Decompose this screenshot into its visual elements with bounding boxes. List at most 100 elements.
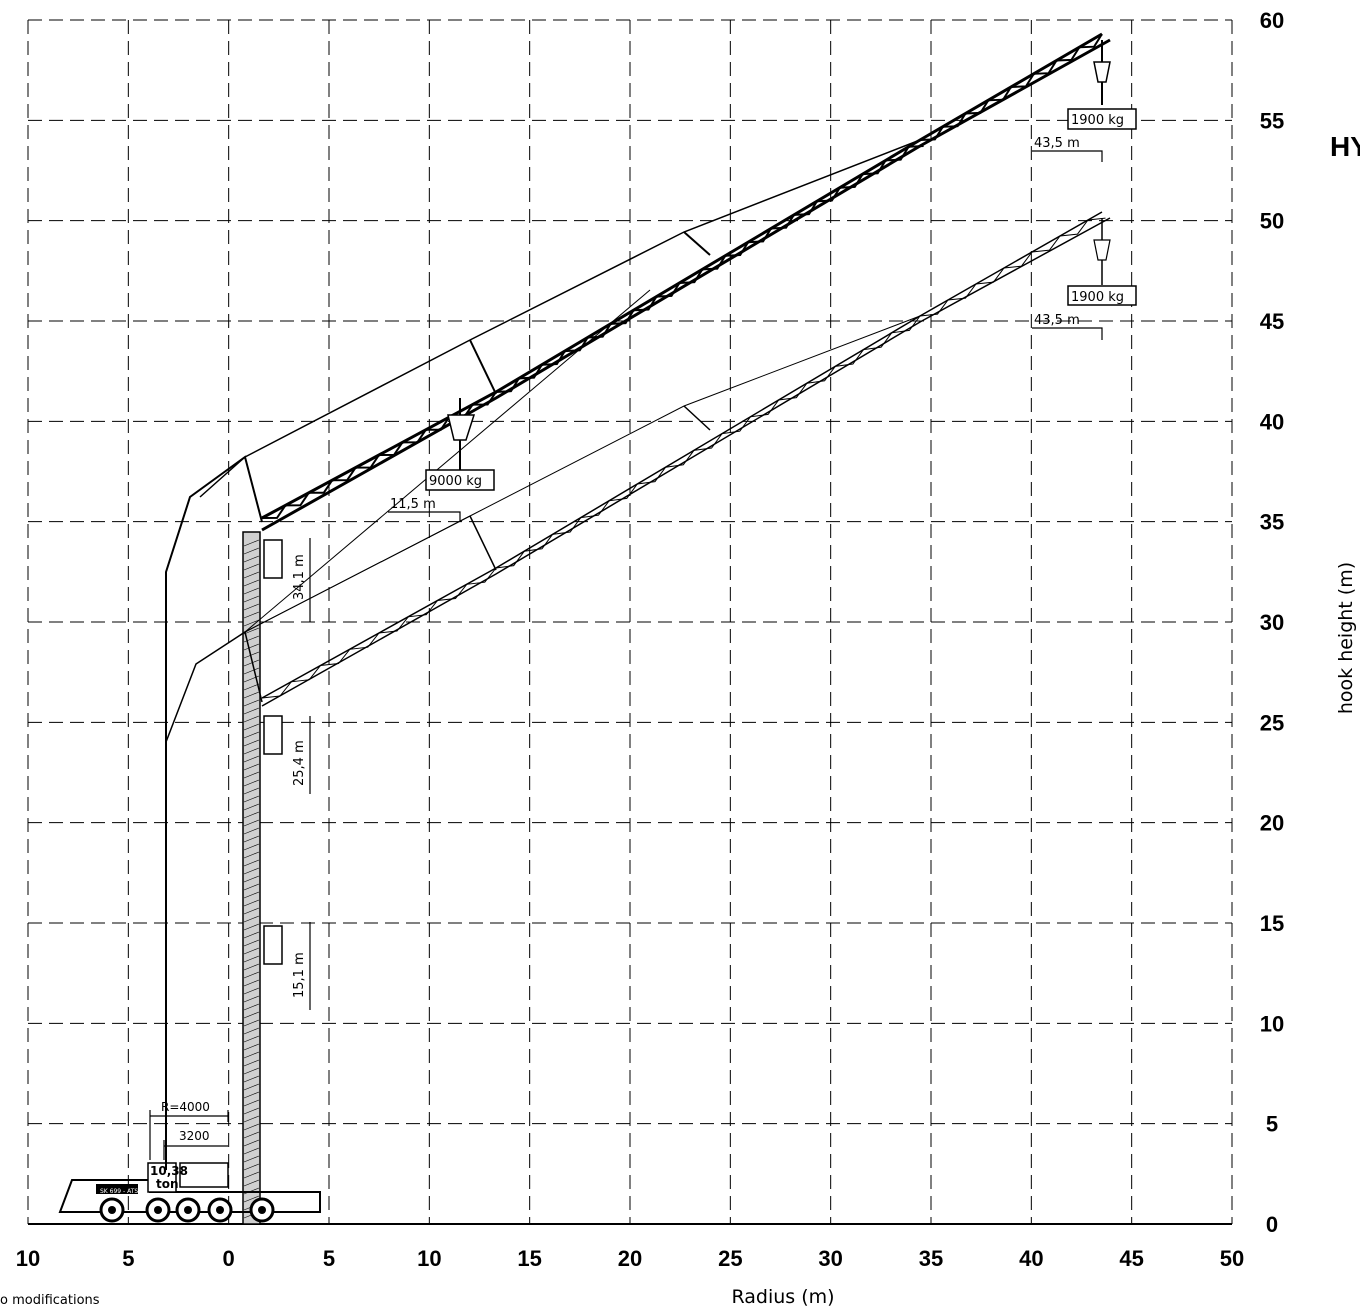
- tower-hatch-line: [243, 787, 260, 795]
- upper-tip-load-box: [1067, 108, 1137, 130]
- upper-boom-chord-bottom: [261, 38, 1111, 532]
- tower-hatch-line: [243, 715, 260, 723]
- lower-cross-1: [244, 289, 651, 633]
- tower-hatch-line: [243, 587, 260, 595]
- tower-hatch-line: [243, 659, 260, 667]
- tower-hatch-line: [243, 1107, 260, 1115]
- truss-segment: [495, 315, 921, 569]
- base-outer-radius: R=4000: [161, 1100, 210, 1114]
- x-tick-label: 0: [223, 1246, 235, 1271]
- tower-hatch-line: [243, 803, 260, 811]
- y-tick-label: 25: [1260, 710, 1284, 735]
- tower-hatch-line: [243, 851, 260, 859]
- title-fragment: HY: [1330, 131, 1360, 162]
- lower-strut-1: [469, 515, 497, 571]
- tower-hatch-line: [243, 547, 260, 555]
- tower-hatch-line: [243, 1147, 260, 1155]
- x-tick-label: 25: [718, 1246, 742, 1271]
- wheel-hub: [184, 1206, 192, 1214]
- tower-hatch-line: [243, 835, 260, 843]
- lower-tip-radius: 43,5 m: [1034, 313, 1080, 328]
- y-tick-label: 20: [1260, 811, 1284, 836]
- tower-hatch-line: [243, 763, 260, 771]
- tower-hatch-line: [243, 667, 260, 675]
- truck-cab: [96, 1184, 138, 1194]
- tower-hatch-line: [243, 1035, 260, 1043]
- tower-hatch-line: [243, 1139, 260, 1147]
- wheel-hub: [108, 1206, 116, 1214]
- tower-height-base: 15,1 m: [292, 952, 307, 998]
- tower-hatch-line: [243, 691, 260, 699]
- tower-hatch-line: [243, 1019, 260, 1027]
- lower-radius-leader: [1032, 327, 1103, 340]
- truck-label: SK 699 - ATS: [100, 1188, 138, 1195]
- hook-lower-tip: [1093, 218, 1111, 285]
- upper-tie: [244, 139, 921, 458]
- tower-hatch-line: [243, 1003, 260, 1011]
- tower-hatch-line: [243, 723, 260, 731]
- lower-tip-load-box: [1067, 285, 1137, 306]
- y-tick-label: 50: [1260, 209, 1284, 234]
- hook-mid: [447, 398, 476, 470]
- tower-hatch-line: [243, 1083, 260, 1091]
- tower-hatch-line: [243, 747, 260, 755]
- tower-hatch-line: [243, 579, 260, 587]
- tower-hatch-line: [243, 811, 260, 819]
- hook-upper-tip: [1093, 40, 1111, 105]
- y-tick-label: 45: [1260, 309, 1284, 334]
- tower-hatch-line: [243, 699, 260, 707]
- tower-hatch-line: [243, 1099, 260, 1107]
- tower-hatch-line: [243, 731, 260, 739]
- tower-height-upper: 34,1 m: [292, 554, 307, 600]
- outrigger-box: [179, 1162, 229, 1188]
- truck: 10,38 ton SK 699 - ATS: [58, 1162, 321, 1223]
- x-tick-label: 5: [323, 1246, 335, 1271]
- lower-cross-2: [244, 515, 471, 633]
- counterweight-unit: ton: [156, 1177, 179, 1191]
- tower-hatch-line: [243, 1067, 260, 1075]
- tower-height-lower: 25,4 m: [292, 740, 307, 786]
- upper-boom-chord-top: [261, 32, 1103, 520]
- tower-hatch-line: [243, 843, 260, 851]
- tower-hatch-line: [243, 1131, 260, 1139]
- y-tick-label: 55: [1260, 108, 1284, 133]
- tower-hatch-line: [243, 1163, 260, 1171]
- x-tick-label: 50: [1220, 1246, 1244, 1271]
- tower-hatch-line: [243, 1171, 260, 1179]
- x-axis-title: Radius (m): [731, 1286, 834, 1308]
- tower-hatch-line: [243, 707, 260, 715]
- tower-hatch-line: [243, 907, 260, 915]
- dim-3200: [163, 1140, 228, 1160]
- tower-hatch-line: [243, 899, 260, 907]
- x-tick-label: 20: [618, 1246, 642, 1271]
- tower-hatch-line: [243, 979, 260, 987]
- tower-hatch-line: [243, 915, 260, 923]
- x-tick-label: 45: [1119, 1246, 1143, 1271]
- tower-hatch-line: [243, 595, 260, 603]
- lower-strut-2: [683, 405, 711, 431]
- tower-hatch-line: [243, 563, 260, 571]
- x-tick-label: 10: [16, 1246, 40, 1271]
- tower-hatch-line: [243, 1011, 260, 1019]
- truss-segment: [261, 567, 497, 699]
- upper-tip-load: 1900 kg: [1071, 113, 1124, 128]
- y-tick-label: 5: [1266, 1112, 1278, 1137]
- tower-hatch-line: [243, 867, 260, 875]
- chart-grid: [27, 19, 1233, 1225]
- truck-wheels: [99, 1197, 275, 1223]
- tower-hatch-line: [243, 1155, 260, 1163]
- y-tick-label: 30: [1260, 610, 1284, 635]
- truss-segment: [495, 145, 924, 393]
- back-stay-lower: [165, 630, 263, 1170]
- mid-load-box: [425, 469, 495, 491]
- counterweight-box: [147, 1162, 177, 1193]
- tower-hatch-line: [243, 771, 260, 779]
- lower-boom-truss: [261, 217, 1106, 699]
- annotations: 1900 kg 43,5 m 1900 kg 43,5 m 9000 kg 11…: [161, 113, 1124, 1143]
- tower-hatch-line: [243, 827, 260, 835]
- y-tick-label: 10: [1260, 1011, 1284, 1036]
- x-tick-label: 35: [919, 1246, 943, 1271]
- x-tick-label: 10: [417, 1246, 441, 1271]
